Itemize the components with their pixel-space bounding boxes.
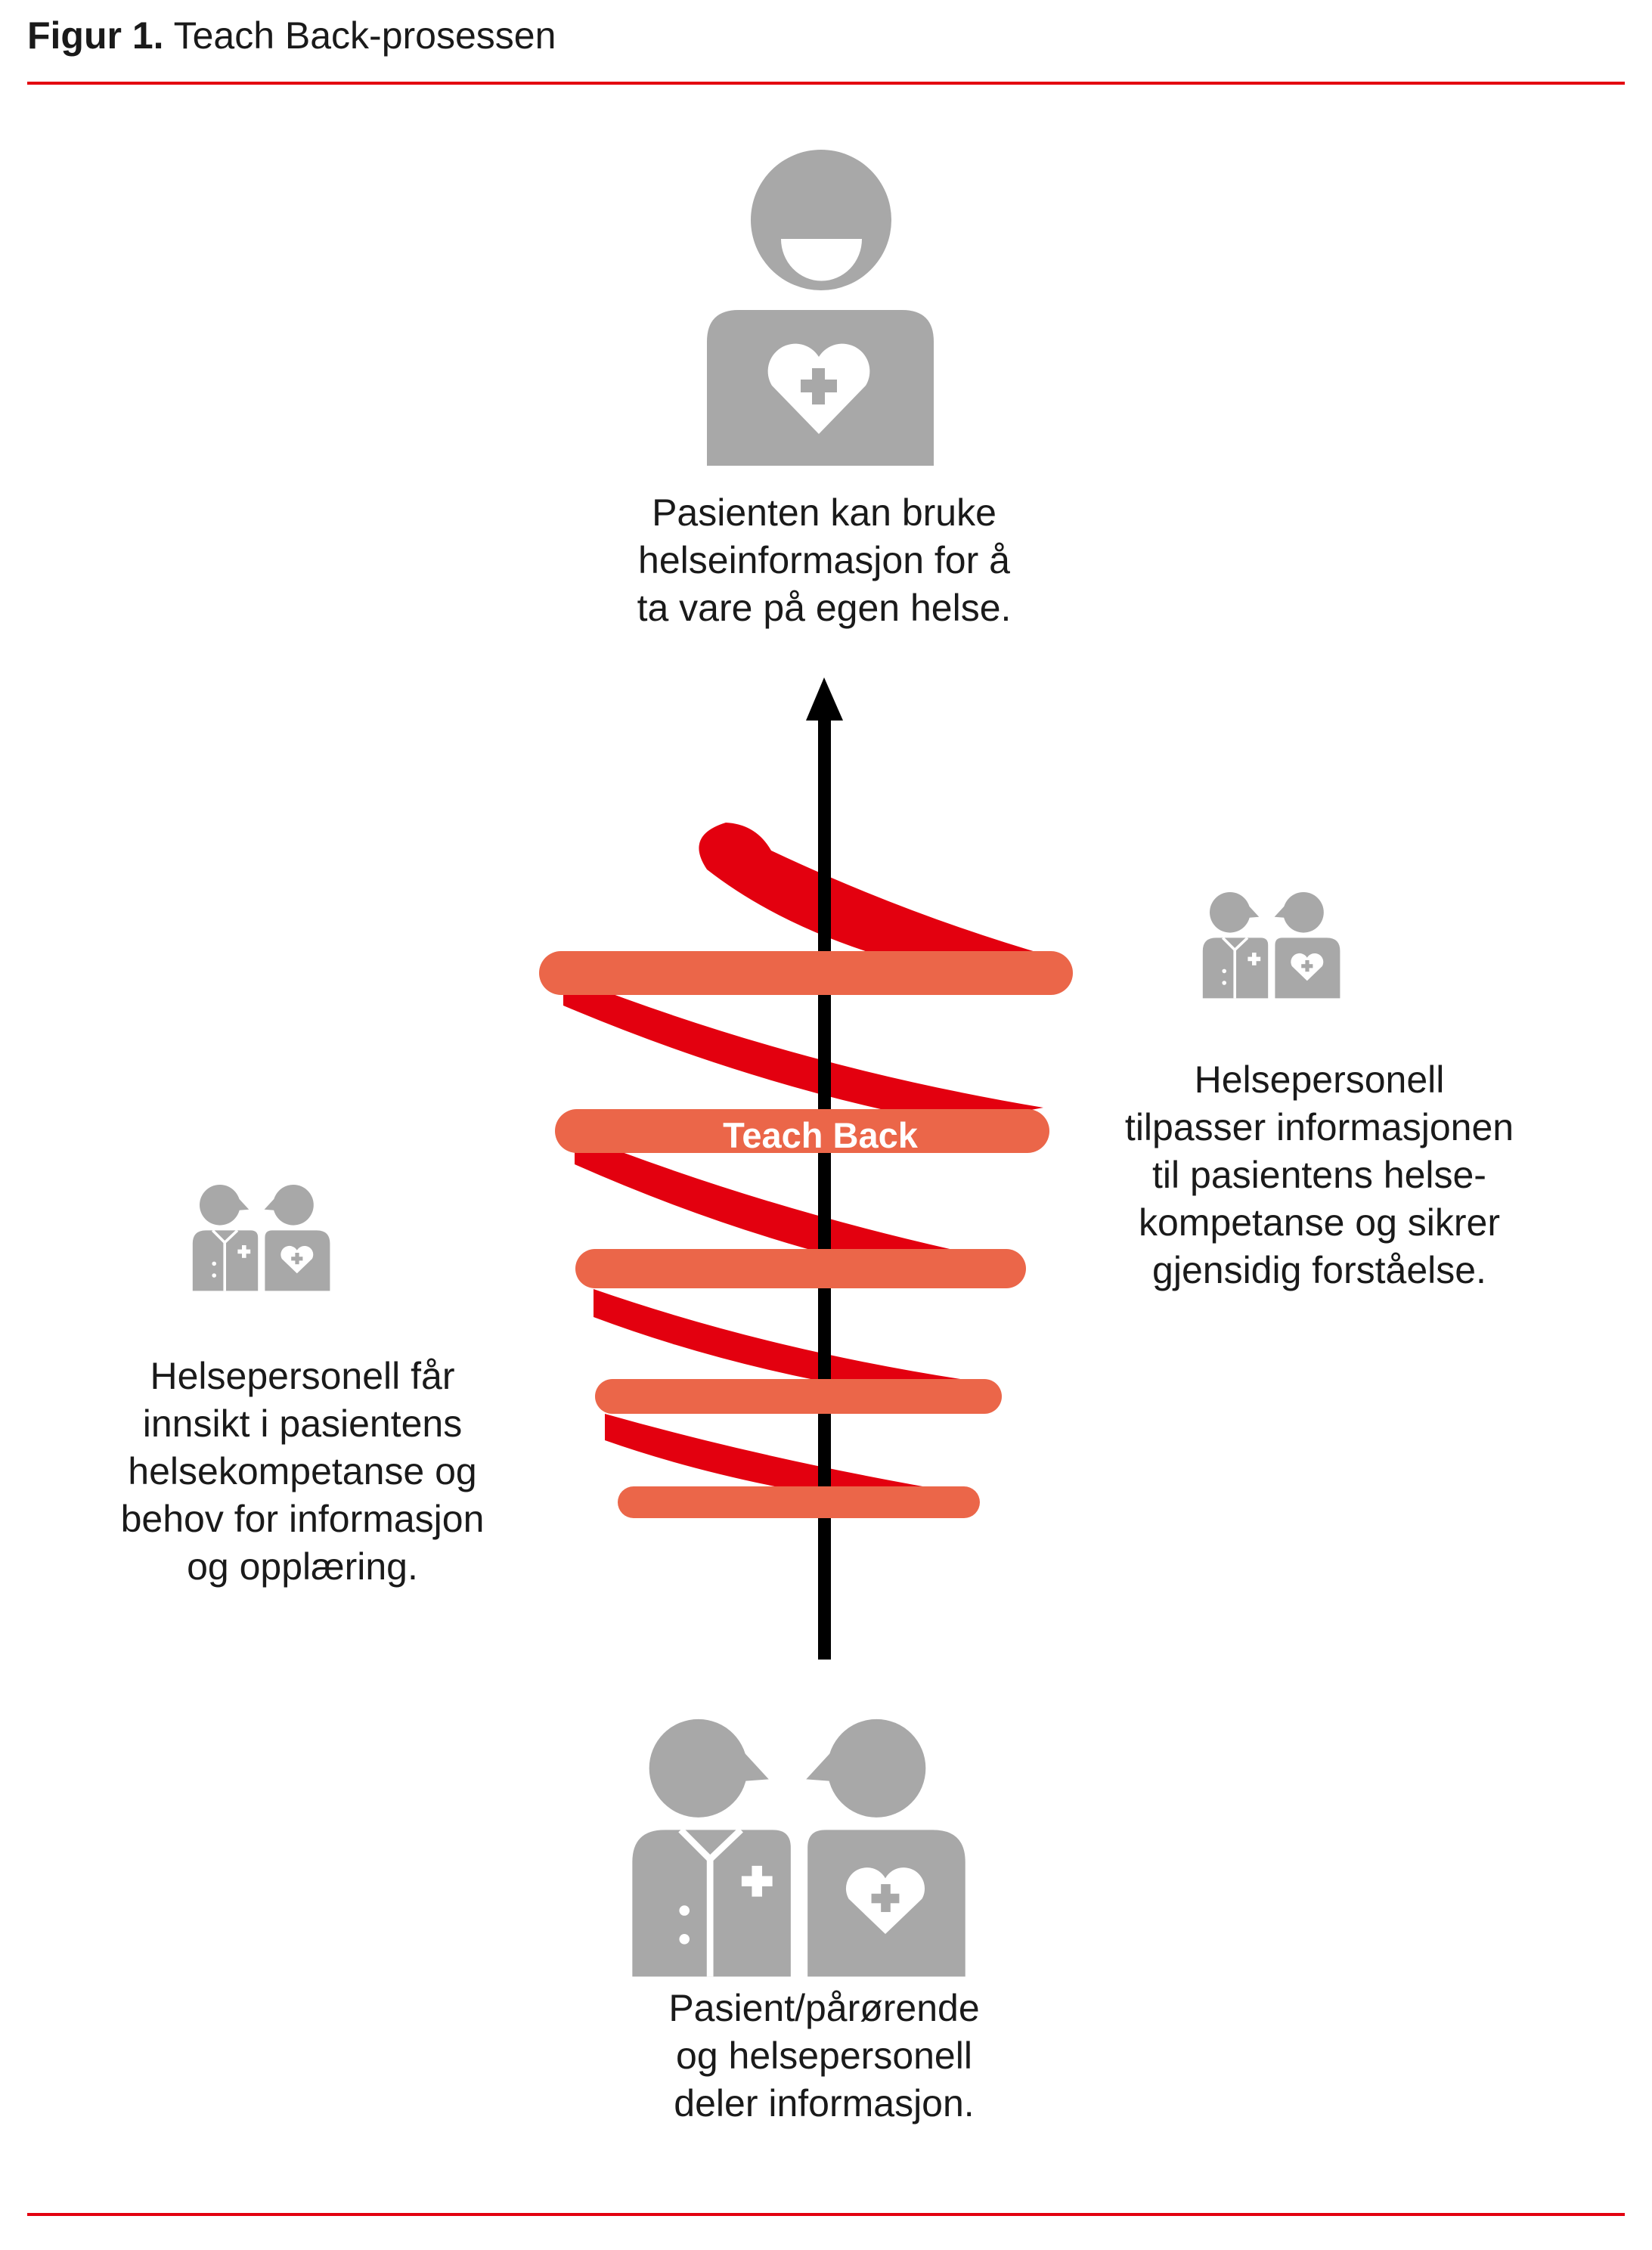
coil-back-strands — [563, 823, 1051, 1508]
top-divider — [27, 82, 1625, 85]
text-line: Pasient/pårørende — [668, 1987, 980, 2029]
clinician-patient-pair-icon — [1201, 891, 1342, 1000]
upward-arrow — [806, 677, 843, 1660]
text-line: og helsepersonell — [676, 2035, 972, 2077]
clinician-patient-pair-icon — [191, 1183, 332, 1293]
node-top-text: Pasienten kan bruke helseinformasjon for… — [499, 489, 1149, 632]
text-line: gjensidig forståelse. — [1152, 1249, 1486, 1291]
node-right-text: Helsepersonell tilpasser informasjonen t… — [987, 1056, 1652, 1294]
text-line: Helsepersonell får — [150, 1355, 455, 1397]
text-line: til pasientens helse- — [1152, 1154, 1486, 1196]
text-line: deler informasjon. — [674, 2082, 975, 2124]
clinician-patient-pair-icon — [632, 1719, 965, 1976]
text-line: helseinformasjon for å — [638, 539, 1010, 581]
caption-title: Teach Back-prosessen — [173, 14, 556, 57]
teach-back-label: Teach Back — [723, 1115, 919, 1155]
node-bottom-text: Pasient/pårørende og helsepersonell dele… — [514, 1985, 1134, 2128]
coil-front-loops — [539, 951, 1073, 1518]
text-line: ta vare på egen helse. — [637, 587, 1012, 629]
caption-label: Figur 1. — [27, 14, 164, 57]
text-line: kompetanse og sikrer — [1138, 1201, 1500, 1244]
text-line: og opplæring. — [187, 1545, 418, 1588]
bottom-divider — [27, 2213, 1625, 2216]
text-line: Helsepersonell — [1194, 1058, 1445, 1101]
text-line: helsekompetanse og — [128, 1450, 477, 1492]
text-line: tilpasser informasjonen — [1124, 1106, 1514, 1148]
node-left-text: Helsepersonell får innsikt i pasientens … — [60, 1353, 544, 1591]
text-line: Pasienten kan bruke — [652, 491, 996, 534]
text-line: behov for informasjon — [120, 1498, 485, 1540]
figure-caption: Figur 1. Teach Back-prosessen — [27, 12, 556, 59]
patient-icon — [707, 150, 934, 466]
text-line: innsikt i pasientens — [142, 1402, 463, 1445]
